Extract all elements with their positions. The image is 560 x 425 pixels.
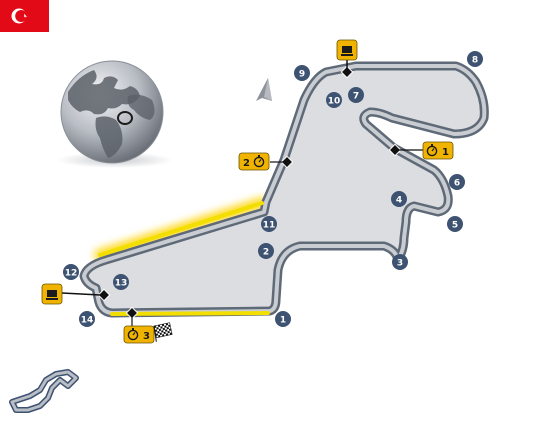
turn-number-11: 11 [261,216,277,232]
globe-icon [57,60,173,168]
turn-label: 5 [452,221,458,231]
turn-label: 1 [280,316,286,326]
drs-zone-lines [98,201,270,316]
track-layout [79,61,489,318]
turn-label: 10 [328,97,341,107]
turn-label: 11 [263,221,276,231]
turn-number-2: 2 [258,243,274,259]
sector-badge: 3 [123,317,155,344]
turn-number-3: 3 [392,254,408,270]
turn-label: 13 [115,279,128,289]
sector-badge: 1 [399,141,454,160]
speed-trap-icon [41,283,101,305]
turn-label: 8 [472,56,478,66]
turn-number-13: 13 [113,274,129,290]
turn-label: 4 [396,196,402,206]
turn-number-4: 4 [391,191,407,207]
stopwatch-icon [426,145,438,157]
checkered-flag-icon [153,322,173,342]
location-marker [117,111,133,125]
turn-number-8: 8 [467,51,483,67]
turn-label: 7 [353,92,359,102]
sector-label: 3 [143,331,150,342]
turn-number-10: 10 [326,92,342,108]
turn-label: 12 [65,269,78,279]
turn-number-6: 6 [449,174,465,190]
stopwatch-icon [127,329,139,341]
turn-number-1: 1 [275,311,291,327]
direction-arrow-icon [256,78,272,101]
stopwatch-icon [253,156,265,168]
turn-label: 14 [81,316,94,326]
turn-number-7: 7 [348,87,364,103]
turn-label: 2 [263,248,269,258]
sector-badge: 2 [238,152,284,171]
flag-turkey [0,0,49,32]
track-minimap [9,369,79,413]
turn-number-5: 5 [447,216,463,232]
turn-label: 3 [397,259,403,269]
turn-number-12: 12 [63,264,79,280]
turn-number-9: 9 [294,65,310,81]
sector-label: 1 [442,147,449,158]
sector-label: 2 [243,158,250,169]
sector-markers [97,65,402,320]
turn-label: 9 [299,70,305,80]
turn-label: 6 [454,179,460,189]
turn-number-14: 14 [79,311,95,327]
speed-trap-icon [336,39,358,68]
